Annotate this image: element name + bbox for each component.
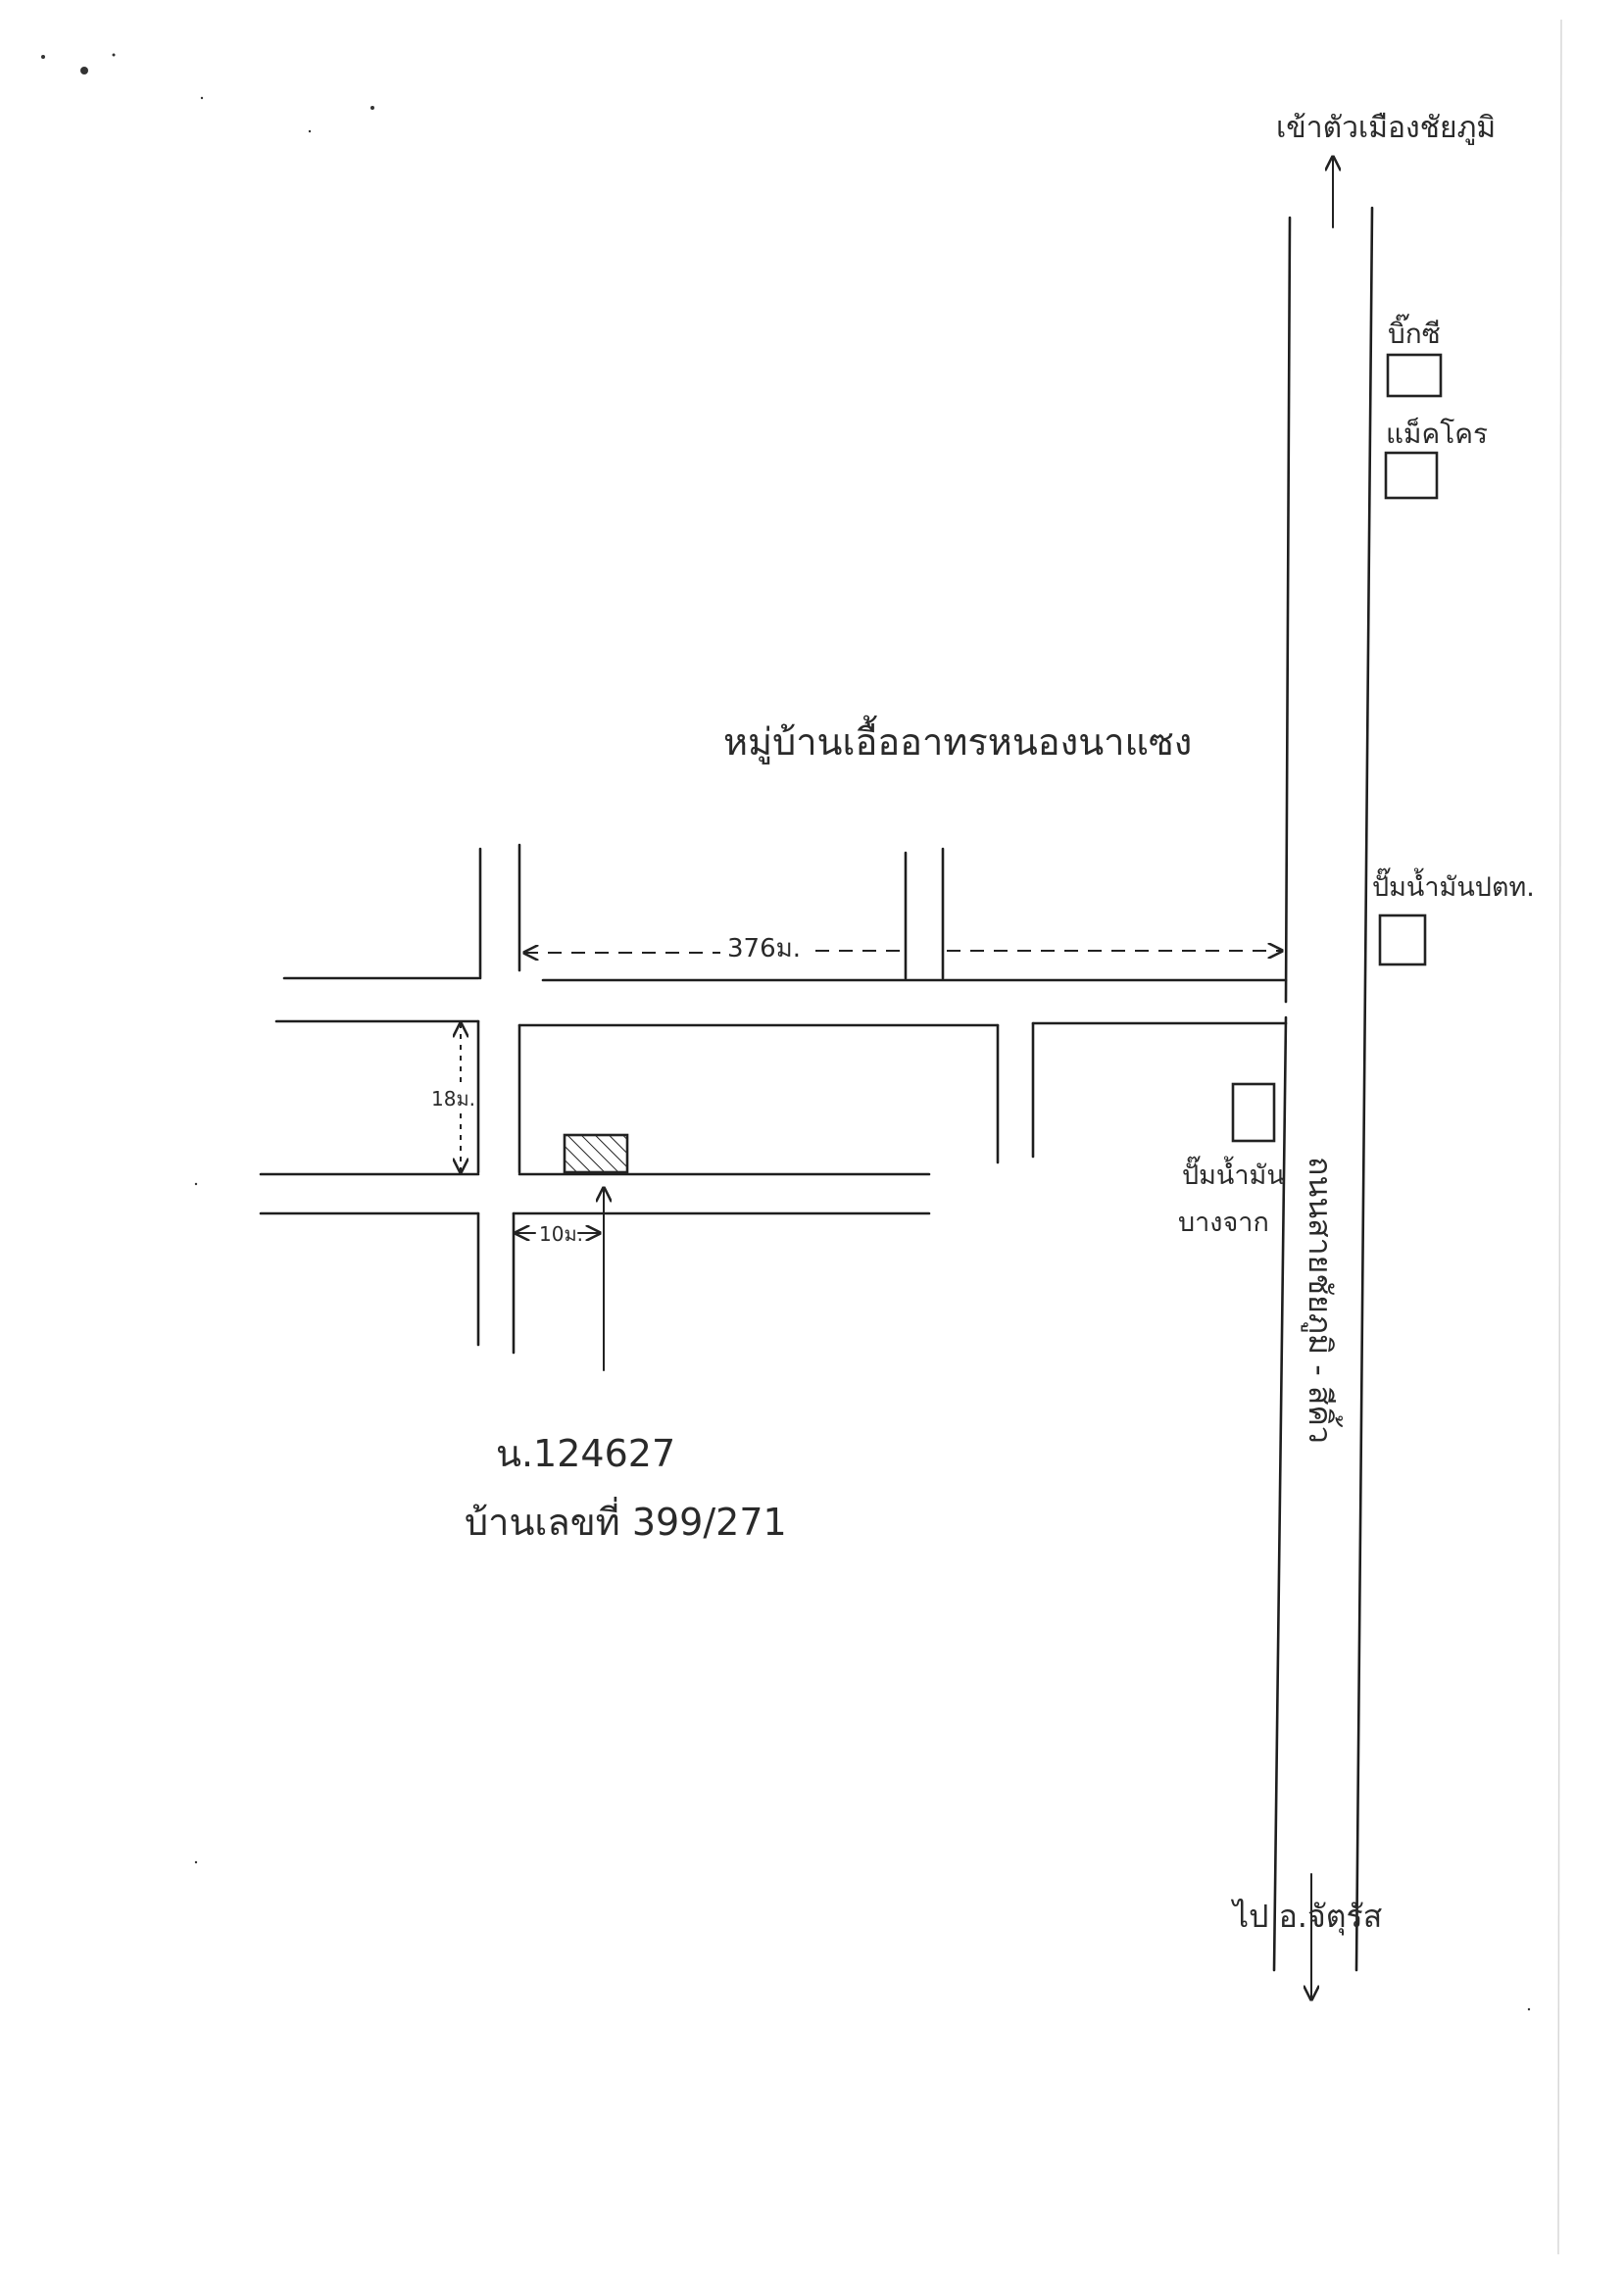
scan-specks xyxy=(41,53,1531,2011)
label-bigc: บิ๊กซี xyxy=(1388,314,1441,350)
distance-label-18m: 18ม. xyxy=(431,1087,475,1111)
label-house-number: บ้านเลขที่ 399/271 xyxy=(465,1497,787,1544)
label-bangchak-line1: ปั๊มน้ำมัน xyxy=(1182,1156,1285,1191)
label-makro: แม็คโคร xyxy=(1386,417,1488,450)
measure-376m xyxy=(524,951,1282,953)
label-to-city: เข้าตัวเมืองชัยภูมิ xyxy=(1276,111,1496,145)
label-deed-number: น.124627 xyxy=(496,1432,675,1475)
bangchak-station-marker xyxy=(1231,1082,1276,1143)
label-main-road: ถนนสายชัยภูมิ - สีคิ้ว xyxy=(1301,1157,1343,1444)
makro-marker xyxy=(1384,451,1439,500)
distance-label-10m: 10ม. xyxy=(539,1222,583,1246)
label-ptt-station: ปั๊มน้ำมันปตท. xyxy=(1372,867,1535,903)
bigc-marker xyxy=(1386,353,1443,398)
distance-label-376m: 376ม. xyxy=(727,934,801,963)
label-village-name: หมู่บ้านเอื้ออาทรหนองนาแซง xyxy=(723,715,1192,765)
village-street-grid xyxy=(259,843,1288,1355)
label-bangchak-line2: บางจาก xyxy=(1178,1208,1269,1238)
target-plot xyxy=(563,1133,629,1174)
label-to-district: ไป อ.จัตุรัส xyxy=(1230,1898,1382,1936)
scan-edge-line xyxy=(1557,19,1562,2255)
ptt-station-marker xyxy=(1378,914,1427,966)
main-highway xyxy=(1272,206,1374,1972)
